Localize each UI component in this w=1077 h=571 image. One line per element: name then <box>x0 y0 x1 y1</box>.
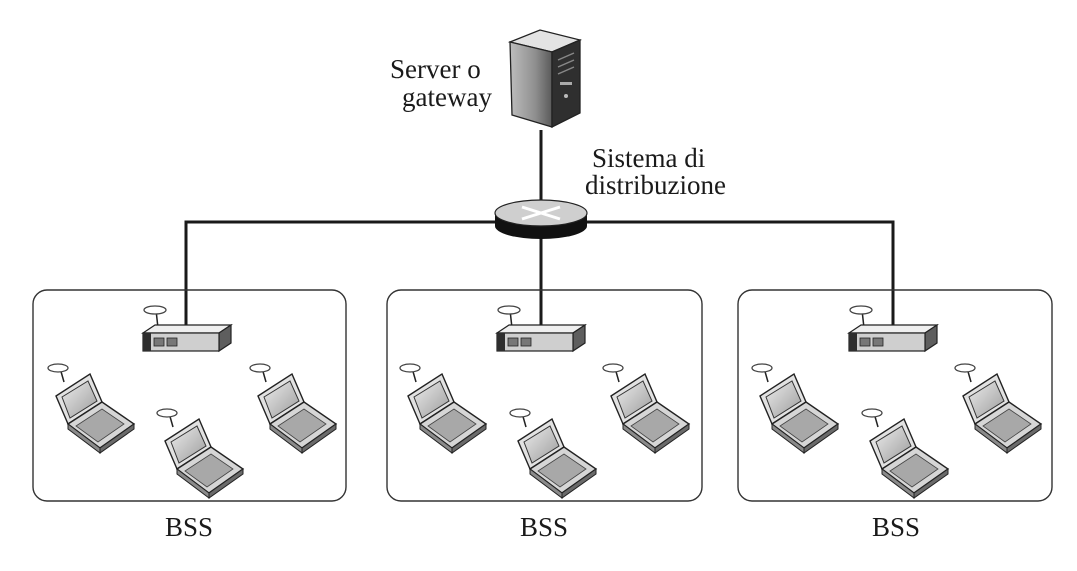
laptop-icon <box>602 363 690 454</box>
bss-group: BSS <box>32 289 347 542</box>
network-links <box>184 130 895 330</box>
bss-label: BSS <box>165 512 213 542</box>
bss-boundary <box>737 289 1053 502</box>
server-label-line2: gateway <box>402 82 492 112</box>
distribution-label-line2: distribuzione <box>585 170 726 200</box>
bss-boundary <box>32 289 347 502</box>
laptop-icon <box>954 363 1042 454</box>
bss-group: BSS <box>737 289 1053 542</box>
laptop-icon <box>156 408 244 499</box>
laptop-icon <box>861 408 949 499</box>
laptop-icon <box>751 363 839 454</box>
link-bss-1 <box>184 220 500 328</box>
link-bss-3 <box>582 220 895 330</box>
server-label-line1: Server o <box>390 54 481 84</box>
laptop-icon <box>249 363 337 454</box>
laptop-icon <box>509 408 597 499</box>
switch-icon <box>494 199 588 239</box>
bss-group: BSS <box>386 289 703 542</box>
server-tower-icon <box>507 29 583 129</box>
distribution-label-line1: Sistema di <box>592 143 705 173</box>
bss-boundary <box>386 289 703 502</box>
laptop-icon <box>47 363 135 454</box>
laptop-icon <box>399 363 487 454</box>
bss-label: BSS <box>872 512 920 542</box>
bss-label: BSS <box>520 512 568 542</box>
